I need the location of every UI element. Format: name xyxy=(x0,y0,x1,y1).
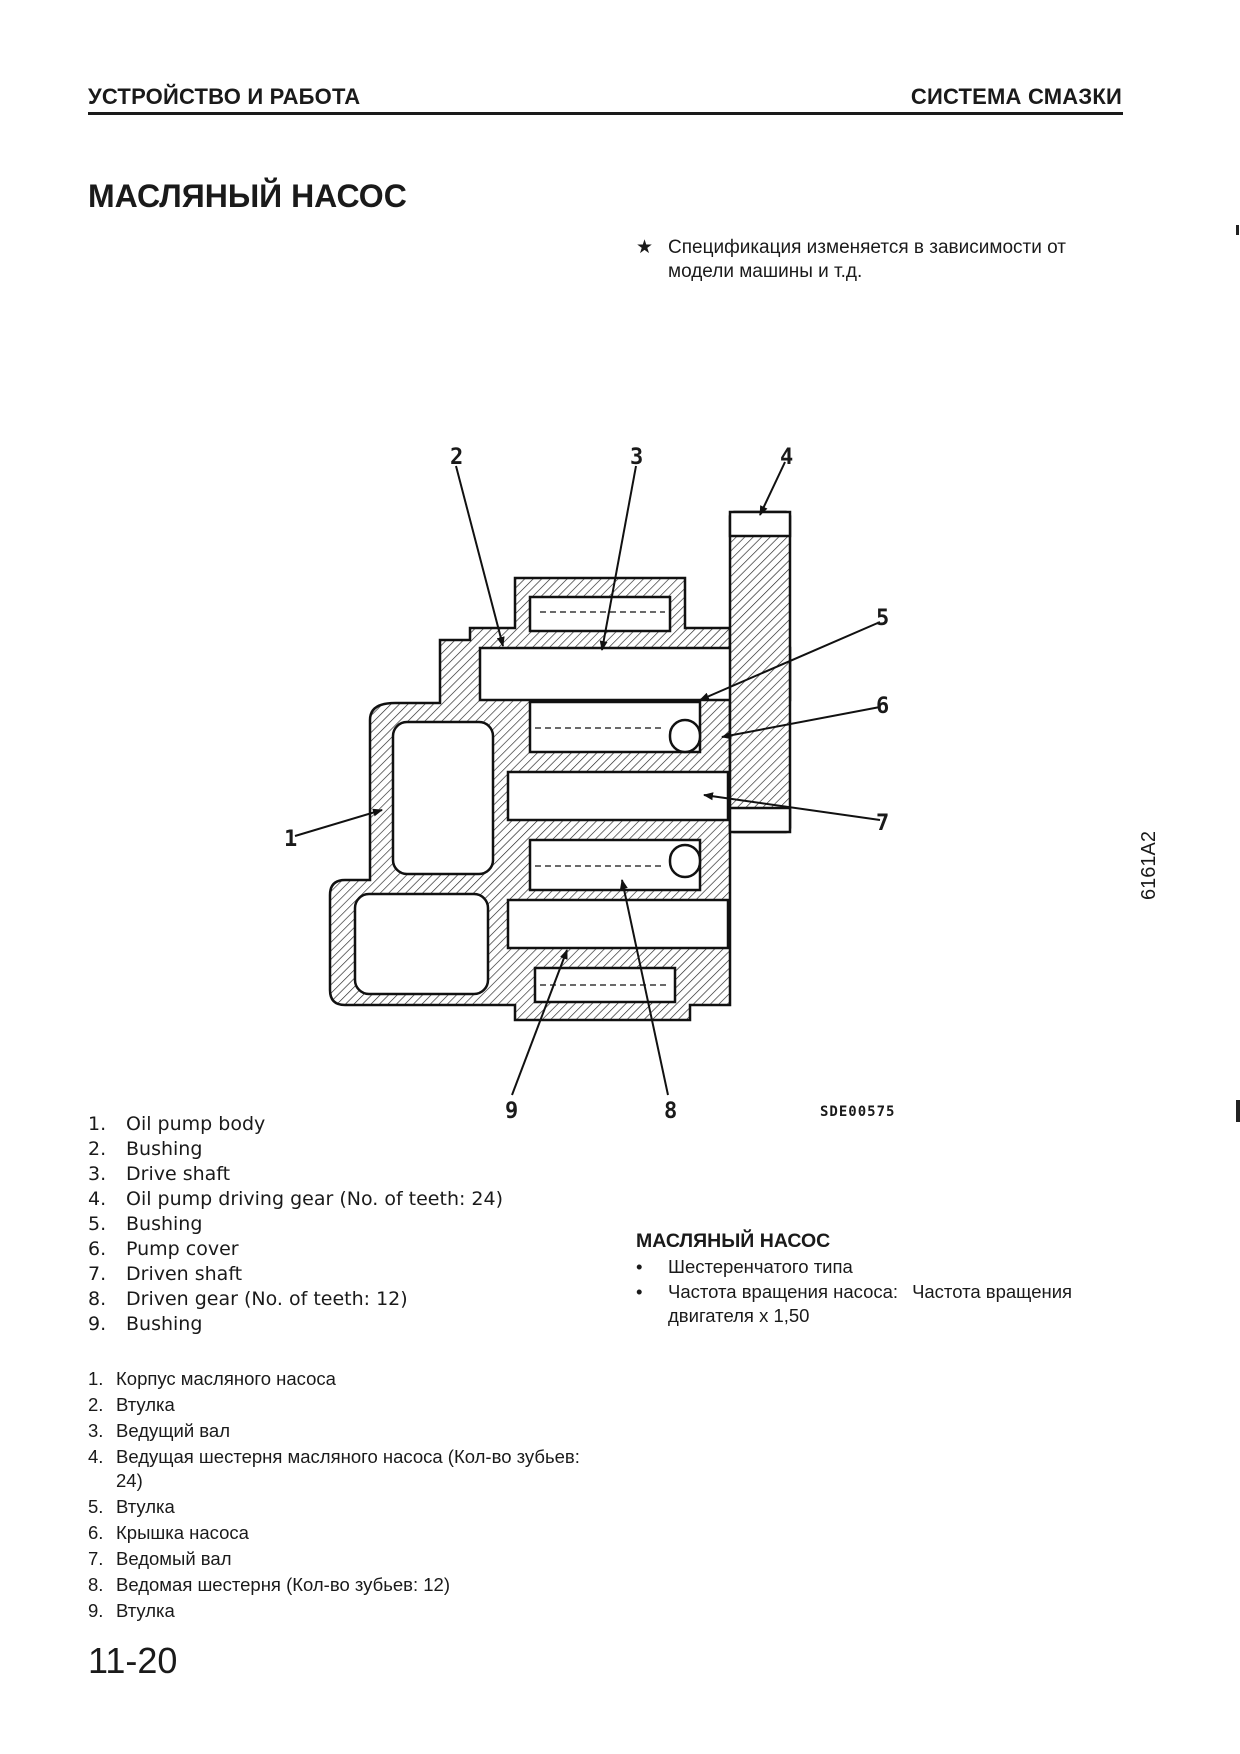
list-item: 1.Корпус масляного насоса xyxy=(88,1368,336,1389)
list-item: 7.Driven shaft xyxy=(88,1263,243,1285)
callout-5: 5 xyxy=(876,606,889,631)
list-item: 6.Pump cover xyxy=(88,1238,239,1260)
callout-leaders xyxy=(294,461,881,1096)
callout-7: 7 xyxy=(876,811,889,836)
callout-2: 2 xyxy=(450,445,463,470)
list-item: 9.Втулка xyxy=(88,1600,175,1621)
pump-spec-heading: МАСЛЯНЫЙ НАСОС xyxy=(636,1230,831,1252)
list-item: 4.Oil pump driving gear (No. of teeth: 2… xyxy=(88,1188,504,1210)
pump-spec-list: • Шестеренчатого типа • Частота вращения… xyxy=(636,1255,1096,1329)
list-item: 4.Ведущая шестерня масляного насоса (Кол… xyxy=(88,1446,580,1491)
parts-list-ru: 1.Корпус масляного насоса 2.Втулка 3.Вед… xyxy=(88,1367,598,1625)
list-item: 5.Втулка xyxy=(88,1496,175,1517)
header-section-title: УСТРОЙСТВО И РАБОТА xyxy=(88,84,361,109)
bullet-icon: • xyxy=(636,1256,643,1277)
list-item: 3.Drive shaft xyxy=(88,1163,231,1185)
list-item: 6.Крышка насоса xyxy=(88,1522,249,1543)
list-item: • Шестеренчатого типа xyxy=(636,1256,853,1277)
list-item: • Частота вращения насоса:Частота вращен… xyxy=(636,1281,1073,1326)
header-rule xyxy=(88,112,1123,115)
bullet-icon: • xyxy=(636,1281,643,1302)
list-item: 8.Driven gear (No. of teeth: 12) xyxy=(88,1288,408,1310)
star-icon: ★ xyxy=(636,237,654,258)
header-chapter-title: СИСТЕМА СМАЗКИ xyxy=(910,84,1122,109)
spec-note-text: Спецификация изменяется в зависимости от… xyxy=(668,237,1066,282)
parts-list-en: 1.Oil pump body 2.Bushing 3.Drive shaft … xyxy=(88,1112,648,1337)
pump-body-section xyxy=(328,510,792,1022)
list-item: 2.Bushing xyxy=(88,1138,203,1160)
callout-6: 6 xyxy=(876,694,889,719)
edge-mark xyxy=(1236,1100,1240,1122)
callout-9: 9 xyxy=(505,1099,518,1124)
list-item: 8.Ведомая шестерня (Кол-во зубьев: 12) xyxy=(88,1574,450,1595)
list-item: 9.Bushing xyxy=(88,1313,203,1335)
page-number: 11-20 xyxy=(88,1640,178,1681)
list-item: 7.Ведомый вал xyxy=(88,1548,232,1569)
list-item: 1.Oil pump body xyxy=(88,1113,266,1135)
callout-8: 8 xyxy=(664,1099,677,1124)
callout-labels: 2 3 4 5 6 7 1 8 9 SDE00575 xyxy=(284,445,895,1124)
spec-note: ★ Спецификация изменяется в зависимости … xyxy=(636,236,1096,284)
figure-code: SDE00575 xyxy=(820,1104,895,1120)
list-item: 5.Bushing xyxy=(88,1213,203,1235)
callout-3: 3 xyxy=(630,445,643,470)
list-item: 2.Втулка xyxy=(88,1394,175,1415)
page-title: МАСЛЯНЫЙ НАСОС xyxy=(88,178,407,214)
callout-1: 1 xyxy=(284,827,297,852)
callout-4: 4 xyxy=(780,445,793,470)
edge-mark xyxy=(1236,225,1239,235)
list-item: 3.Ведущий вал xyxy=(88,1420,230,1441)
